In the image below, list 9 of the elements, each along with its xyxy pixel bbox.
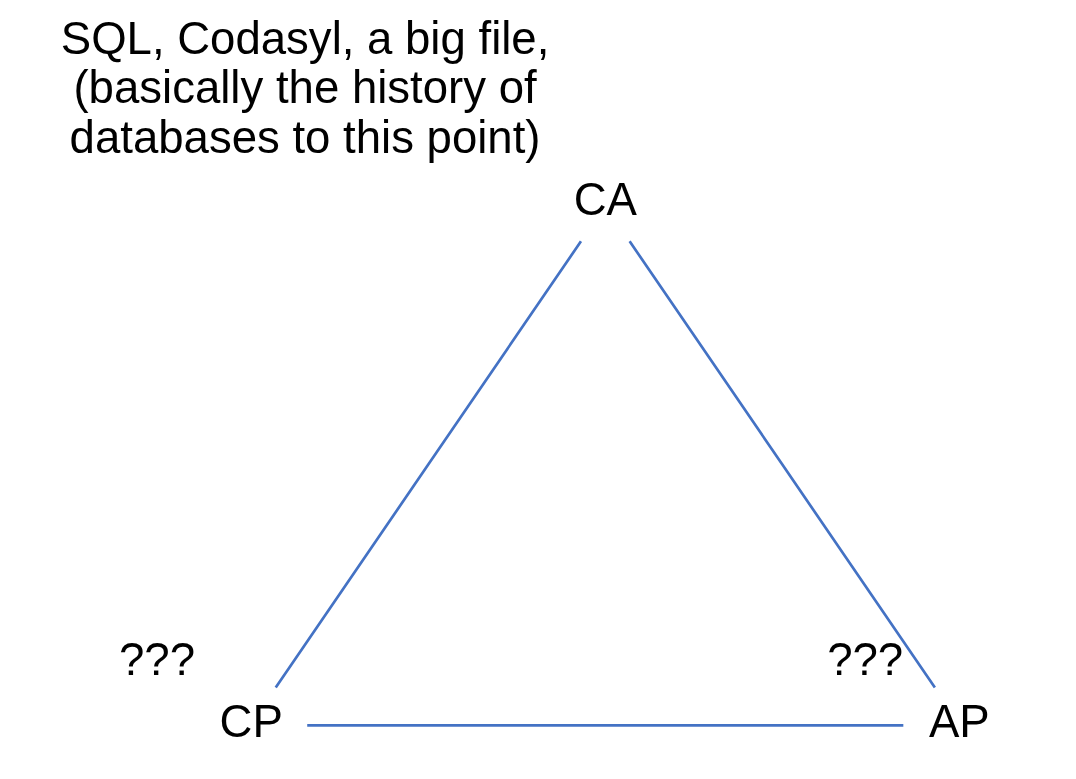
connector xyxy=(628,240,936,688)
node-text: AP xyxy=(928,695,990,747)
connector xyxy=(274,240,583,688)
connector xyxy=(307,723,904,727)
node-label: ??? xyxy=(119,633,195,685)
node-label: SQL, Codasyl, a big file, (basically the history of databases to this point) xyxy=(60,12,550,163)
node-text: CP xyxy=(219,695,283,747)
node-text: CA xyxy=(573,173,637,225)
node-label: ??? xyxy=(827,633,904,685)
